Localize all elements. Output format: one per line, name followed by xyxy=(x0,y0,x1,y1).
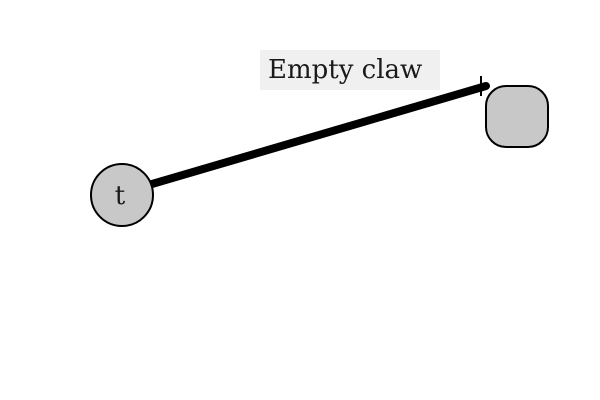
caption-box: Empty claw xyxy=(260,50,440,90)
start-node[interactable]: t xyxy=(90,163,154,227)
link-line xyxy=(148,82,490,188)
start-node-circle xyxy=(90,163,154,227)
caption-text: Empty claw xyxy=(268,55,423,85)
end-node[interactable] xyxy=(485,85,549,148)
start-node-label: t xyxy=(115,181,126,211)
end-node-box xyxy=(485,85,549,148)
